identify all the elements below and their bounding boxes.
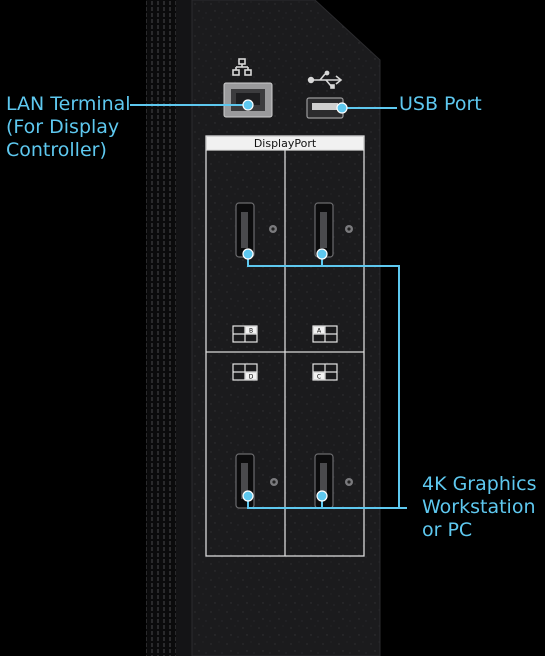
bezel-edge: [176, 0, 192, 656]
usb-port-label: USB Port: [399, 93, 482, 116]
quad-marker-b-letter: B: [249, 328, 253, 335]
graphics-workstation-label: 4K Graphics Workstation or PC: [422, 473, 537, 542]
vent-strip: [146, 0, 176, 656]
quad-marker-b: B: [233, 326, 257, 342]
quad-marker-c-letter: C: [317, 374, 321, 381]
lan-terminal-label: LAN Terminal (For Display Controller): [6, 93, 131, 162]
quad-marker-a: A: [313, 326, 337, 342]
quad-marker-c: C: [313, 364, 337, 381]
panel-body: [192, 0, 380, 656]
quad-marker-d: D: [233, 364, 257, 381]
quad-marker-d-letter: D: [249, 374, 254, 381]
displayport-header: DisplayPort: [254, 137, 317, 150]
